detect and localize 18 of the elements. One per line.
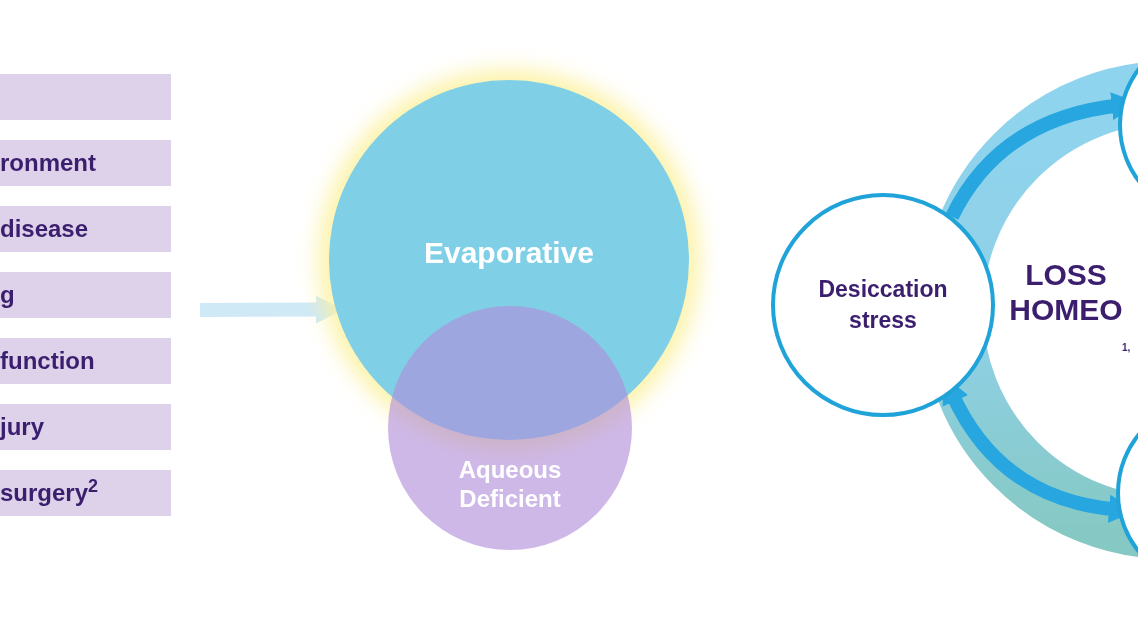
node-text: disease bbox=[0, 214, 89, 244]
node-text: function bbox=[0, 346, 95, 376]
node-text: surgery$^{2}$ bbox=[0, 475, 99, 508]
cause-bar bbox=[0, 74, 171, 120]
cause-bar bbox=[0, 272, 171, 318]
cause-bar bbox=[0, 140, 171, 186]
cause-bar bbox=[0, 404, 171, 450]
node-text: Aqueous Deficient bbox=[457, 456, 563, 514]
node-text: g bbox=[0, 280, 15, 310]
center-title: LOSS HOMEO bbox=[1008, 258, 1124, 327]
cause-bar bbox=[0, 338, 171, 384]
cause-bar bbox=[0, 470, 171, 516]
node-text: Desiccation stress bbox=[817, 274, 949, 335]
reference-mark: 1, bbox=[1122, 341, 1131, 355]
node-text: ronment bbox=[0, 148, 96, 178]
cause-bar bbox=[0, 206, 171, 252]
node-text: Evaporative bbox=[423, 235, 595, 271]
node-text: jury bbox=[0, 412, 44, 442]
